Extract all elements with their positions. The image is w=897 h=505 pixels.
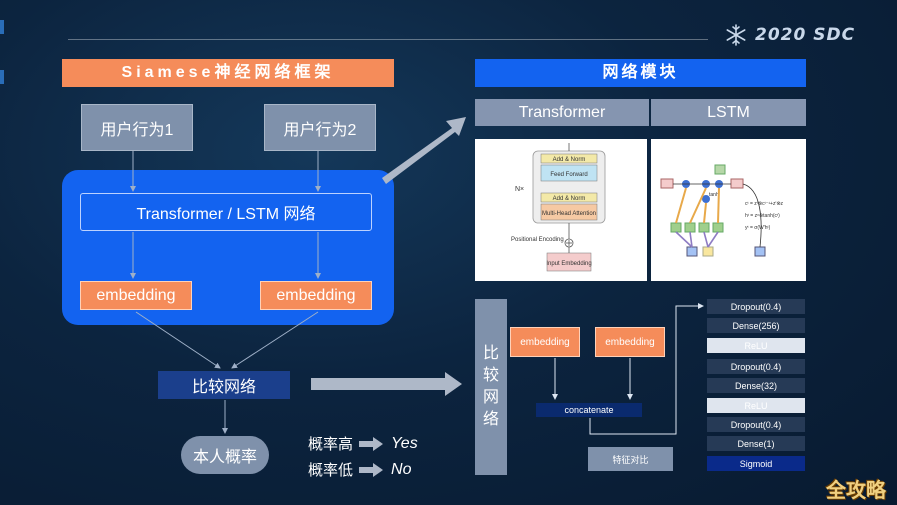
tab-lstm: LSTM — [651, 99, 806, 126]
layer-relu-1: ReLU — [707, 338, 805, 353]
probability-box: 本人概率 — [181, 436, 269, 474]
compare-network-box: 比较网络 — [158, 371, 290, 399]
legend-high: 概率高 Yes — [308, 433, 418, 454]
compare-network-vertical: 比 较 网 络 — [475, 299, 507, 475]
legend-low: 概率低 No — [308, 459, 411, 480]
diagonal-arrow — [382, 117, 466, 184]
nx-label: N× — [515, 186, 524, 193]
lstm-diagram: tanh cᵗ = zᶠ⊗cᵗ⁻¹+zⁱ⊗z hᵗ = zᵒ⊗tanh(cᵗ) … — [651, 139, 806, 281]
layer-dense-256: Dense(256) — [707, 318, 805, 333]
legend-low-label: 概率低 — [308, 462, 354, 479]
tab-transformer: Transformer — [475, 99, 649, 126]
header-divider — [68, 39, 708, 40]
compare-embedding-left: embedding — [510, 327, 580, 357]
edge-tick — [0, 70, 4, 84]
compare-char: 比 — [482, 345, 499, 362]
transformer-diagram: Add & Norm Feed Forward Add & Norm Multi… — [475, 139, 647, 281]
legend-high-label: 概率高 — [308, 436, 354, 453]
logo-text: 2020 SDC — [755, 25, 856, 45]
concatenate-box: concatenate — [536, 403, 642, 417]
layer-dropout-1: Dropout(0.4) — [707, 299, 805, 314]
right-arrow-icon — [359, 462, 384, 477]
embedding-right: embedding — [260, 281, 372, 310]
layer-relu-2: ReLU — [707, 398, 805, 413]
lstm-eq-2: hᵗ = zᵒ⊗tanh(cᵗ) — [745, 213, 780, 219]
legend-low-result: No — [391, 460, 412, 478]
edge-tick — [0, 20, 4, 34]
layer-dense-32: Dense(32) — [707, 378, 805, 393]
input-user-behavior-2: 用户行为2 — [264, 104, 376, 151]
layer-dropout-3: Dropout(0.4) — [707, 417, 805, 432]
tanh-label: tanh — [709, 192, 719, 198]
multi-head-label: Multi-Head Attention — [542, 211, 596, 217]
compare-connectors — [552, 303, 704, 435]
encoder-box: Transformer / LSTM 网络 — [80, 193, 372, 231]
legend-high-result: Yes — [391, 434, 418, 452]
horizontal-arrow — [311, 372, 462, 396]
lstm-eq-3: yᵗ = σ(W′hᵗ) — [745, 225, 771, 231]
input-embedding-label: Input Embedding — [546, 261, 591, 267]
layer-sigmoid: Sigmoid — [707, 456, 805, 471]
feed-forward-label: Feed Forward — [550, 172, 587, 178]
compare-char: 较 — [482, 367, 499, 384]
watermark-logo: 全攻略 — [826, 480, 886, 502]
add-norm-top-label: Add & Norm — [553, 157, 586, 163]
input-user-behavior-1: 用户行为1 — [81, 104, 193, 151]
sdc-logo: 2020 SDC — [725, 24, 855, 46]
siamese-title: Siamese神经网络框架 — [62, 59, 394, 87]
add-norm-mid-label: Add & Norm — [553, 196, 586, 202]
embedding-left: embedding — [80, 281, 192, 310]
compare-embedding-right: embedding — [595, 327, 665, 357]
snowflake-icon — [726, 24, 746, 46]
right-arrow-icon — [359, 436, 384, 451]
layer-dropout-2: Dropout(0.4) — [707, 359, 805, 374]
lstm-eq-1: cᵗ = zᶠ⊗cᵗ⁻¹+zⁱ⊗z — [745, 201, 784, 207]
feature-compare-box: 特征对比 — [588, 447, 673, 471]
compare-char: 网 — [482, 389, 499, 406]
layer-dense-1: Dense(1) — [707, 436, 805, 451]
positional-label: Positional Encoding — [511, 237, 564, 243]
siamese-connectors — [130, 151, 321, 434]
modules-title: 网络模块 — [475, 59, 806, 87]
compare-char: 络 — [482, 411, 499, 428]
